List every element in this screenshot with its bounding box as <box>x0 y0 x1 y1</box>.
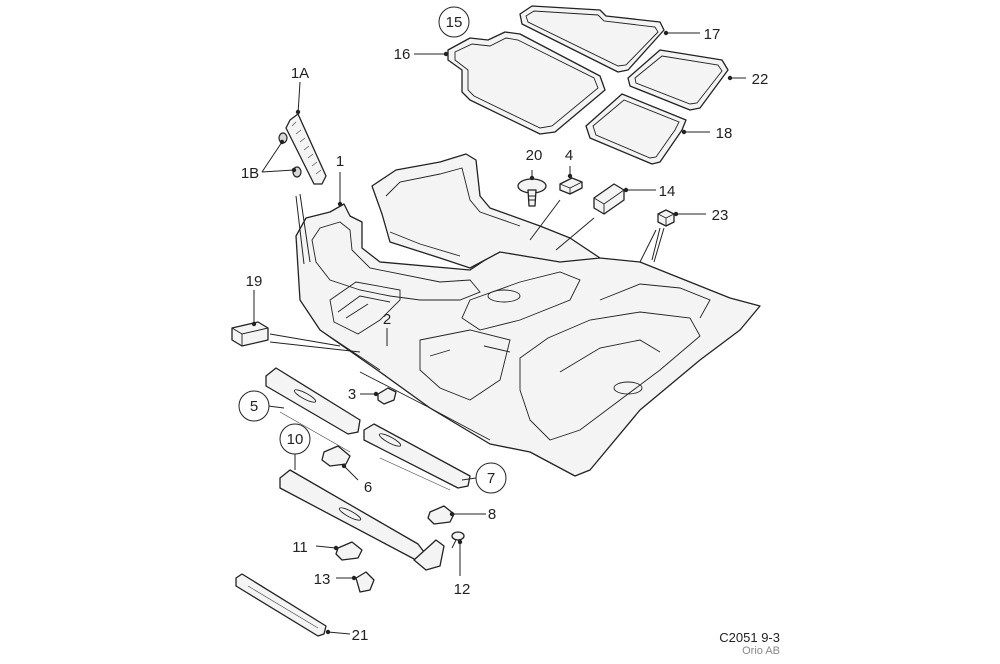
strip-1a <box>285 113 327 185</box>
callout-13: 13 <box>314 571 331 588</box>
callout-16: 16 <box>394 46 411 63</box>
sill-cover-7 <box>363 423 471 491</box>
floor-mat-front-left <box>447 31 606 135</box>
callout-18: 18 <box>716 125 733 142</box>
callout-12: 12 <box>454 581 471 598</box>
callout-22: 21 <box>352 627 369 644</box>
main-floor-carpet <box>295 153 761 477</box>
callout-15: 15 <box>446 14 463 31</box>
callout-1b: 1B <box>241 165 259 182</box>
diagram-code: C2051 9-3 <box>719 630 780 645</box>
callout-4: 4 <box>565 147 573 164</box>
floor-mat-rear-right <box>627 49 729 111</box>
bracket-3 <box>377 387 397 405</box>
copyright-owner: Orio AB <box>742 645 780 657</box>
callout-20: 20 <box>526 147 543 164</box>
sill-end-cap <box>413 539 445 571</box>
callout-19: 22 <box>752 71 769 88</box>
clip-12 <box>451 531 465 549</box>
callout-rings <box>238 6 507 494</box>
callout-1a: 1A <box>291 65 309 82</box>
sill-cover-5 <box>265 367 361 453</box>
callout-21: 19 <box>246 273 263 290</box>
floor-mat-rear-left <box>585 93 687 165</box>
callout-8: 8 <box>488 506 496 523</box>
callout-11: 11 <box>292 539 308 556</box>
sound-pad-21 <box>231 321 269 347</box>
pointer-dots <box>251 30 733 635</box>
diagram-footer: C2051 9-3 Orio AB <box>719 630 780 657</box>
clip-11 <box>335 541 363 561</box>
callout-17: 17 <box>704 26 721 43</box>
callout-10: 10 <box>287 431 304 448</box>
leader-lines <box>253 32 746 635</box>
callout-23: 23 <box>712 207 729 224</box>
callout-6: 6 <box>364 479 372 496</box>
callout-2: 2 <box>383 311 391 328</box>
insulation-block-14 <box>593 183 625 215</box>
clip-6 <box>321 445 351 467</box>
clip-8 <box>427 505 455 525</box>
clip-13 <box>355 571 375 593</box>
callout-14: 14 <box>659 183 676 200</box>
scuff-plate-22 <box>235 573 327 637</box>
callout-3: 3 <box>348 386 356 403</box>
pad-23 <box>657 209 675 227</box>
pad-4 <box>559 177 583 195</box>
floor-mat-front-right <box>519 5 665 73</box>
callout-7: 7 <box>487 470 495 487</box>
callout-5: 5 <box>250 398 258 415</box>
callout-1: 1 <box>336 153 344 170</box>
plug-clip-20 <box>517 178 547 207</box>
